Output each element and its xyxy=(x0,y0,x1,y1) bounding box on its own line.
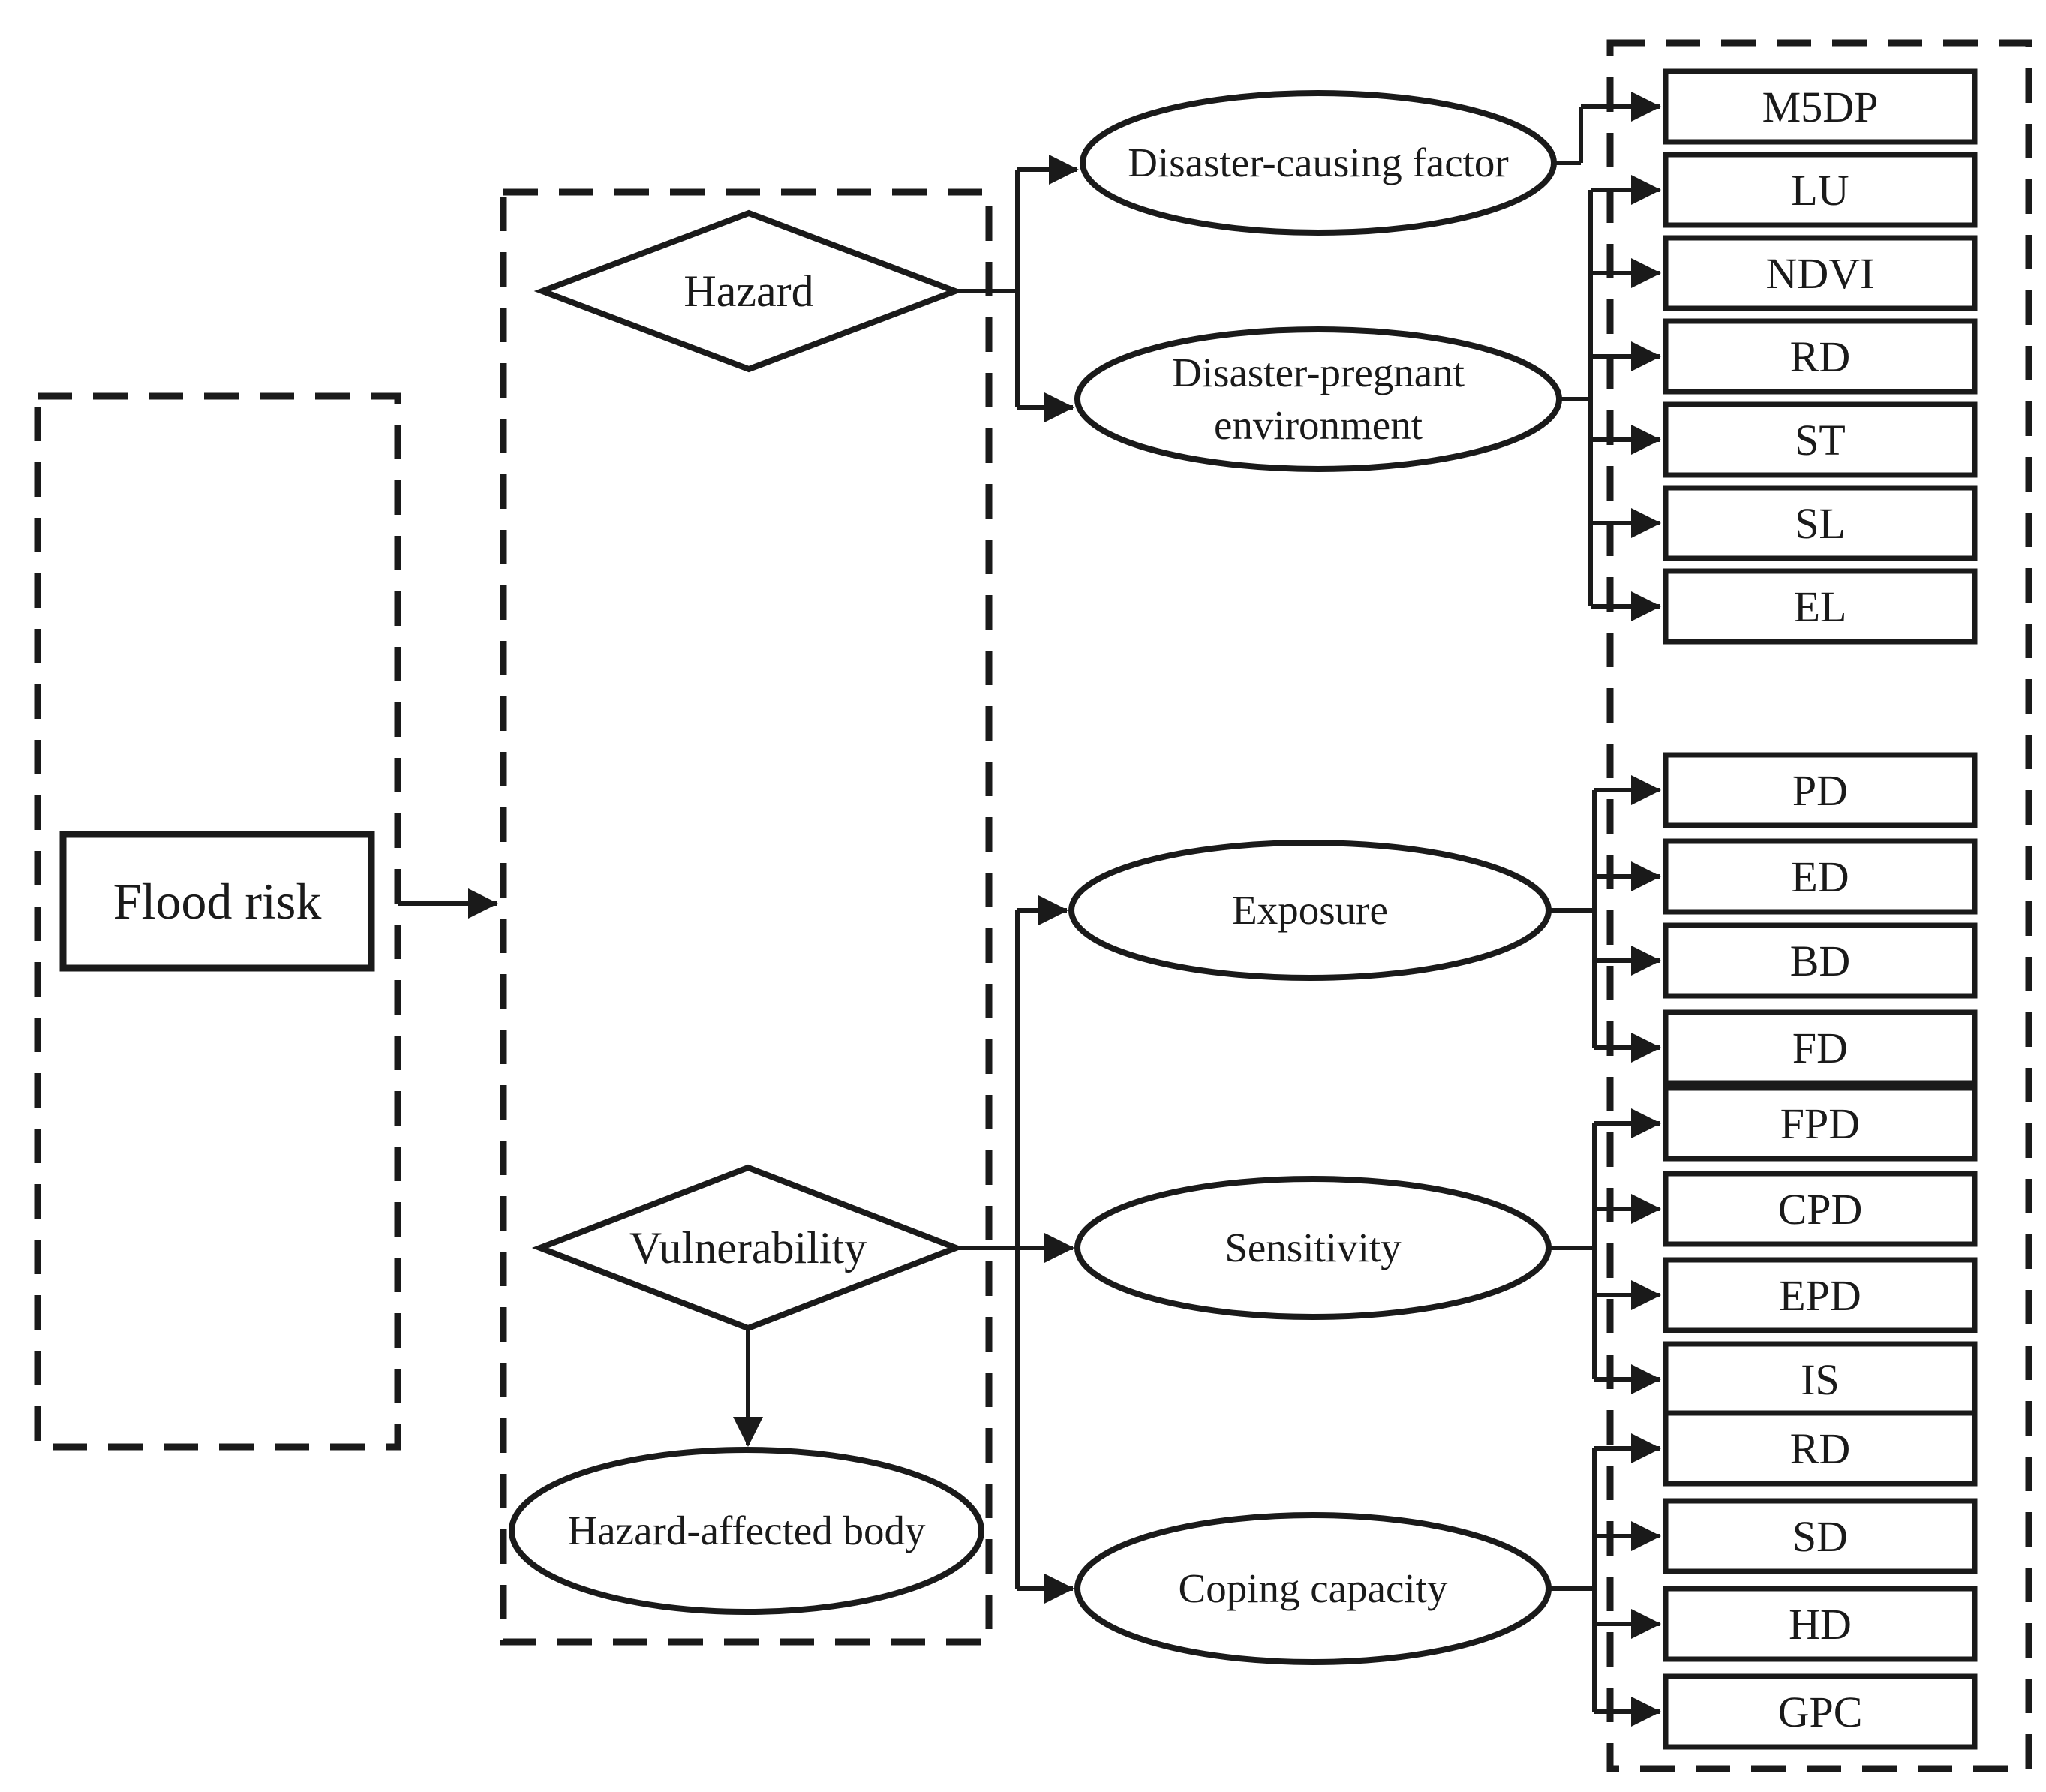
indicator-rect-sl xyxy=(1663,485,1978,561)
exposure-ellipse xyxy=(1068,840,1552,981)
indicator-rect-ed xyxy=(1663,838,1978,915)
hazard-affected-body-ellipse xyxy=(509,1447,984,1615)
disaster-pregnant-environment-ellipse xyxy=(1074,326,1562,472)
indicator-rect-m5dp xyxy=(1663,68,1978,145)
indicator-rect-gpc xyxy=(1663,1673,1978,1750)
indicator-rect-pd xyxy=(1663,752,1978,828)
disaster-causing-factor-ellipse xyxy=(1080,90,1557,236)
coping-capacity-ellipse xyxy=(1074,1512,1552,1665)
sensitivity-ellipse xyxy=(1074,1176,1552,1320)
arrow-lines xyxy=(398,92,1661,1727)
indicator-rect-sd xyxy=(1663,1498,1978,1574)
indicator-rect-is xyxy=(1663,1341,1978,1418)
indicator-rect-lu xyxy=(1663,152,1978,228)
indicator-rect-hd xyxy=(1663,1586,1978,1662)
flood-risk-group-frame xyxy=(34,392,401,1451)
hazard-diamond xyxy=(533,209,964,373)
indicator-rect-rd2 xyxy=(1663,1410,1978,1487)
indicator-rect-fpd xyxy=(1663,1085,1978,1162)
vulnerability-diamond xyxy=(531,1164,965,1332)
indicator-group-frame xyxy=(1606,39,2032,1772)
indicator-rect-epd xyxy=(1663,1257,1978,1333)
indicator-boxes xyxy=(1663,68,1978,1750)
indicator-rect-bd xyxy=(1663,922,1978,999)
indicator-rect-el xyxy=(1663,568,1978,645)
indicator-rect-rd xyxy=(1663,318,1978,395)
indicator-rect-cpd xyxy=(1663,1171,1978,1247)
node-shapes xyxy=(59,90,1562,1665)
indicator-rect-st xyxy=(1663,401,1978,478)
indicator-rect-fd xyxy=(1663,1009,1978,1086)
dimension-group-frame xyxy=(500,188,993,1646)
flood-risk-box xyxy=(59,831,375,972)
indicator-rect-ndvi xyxy=(1663,235,1978,311)
